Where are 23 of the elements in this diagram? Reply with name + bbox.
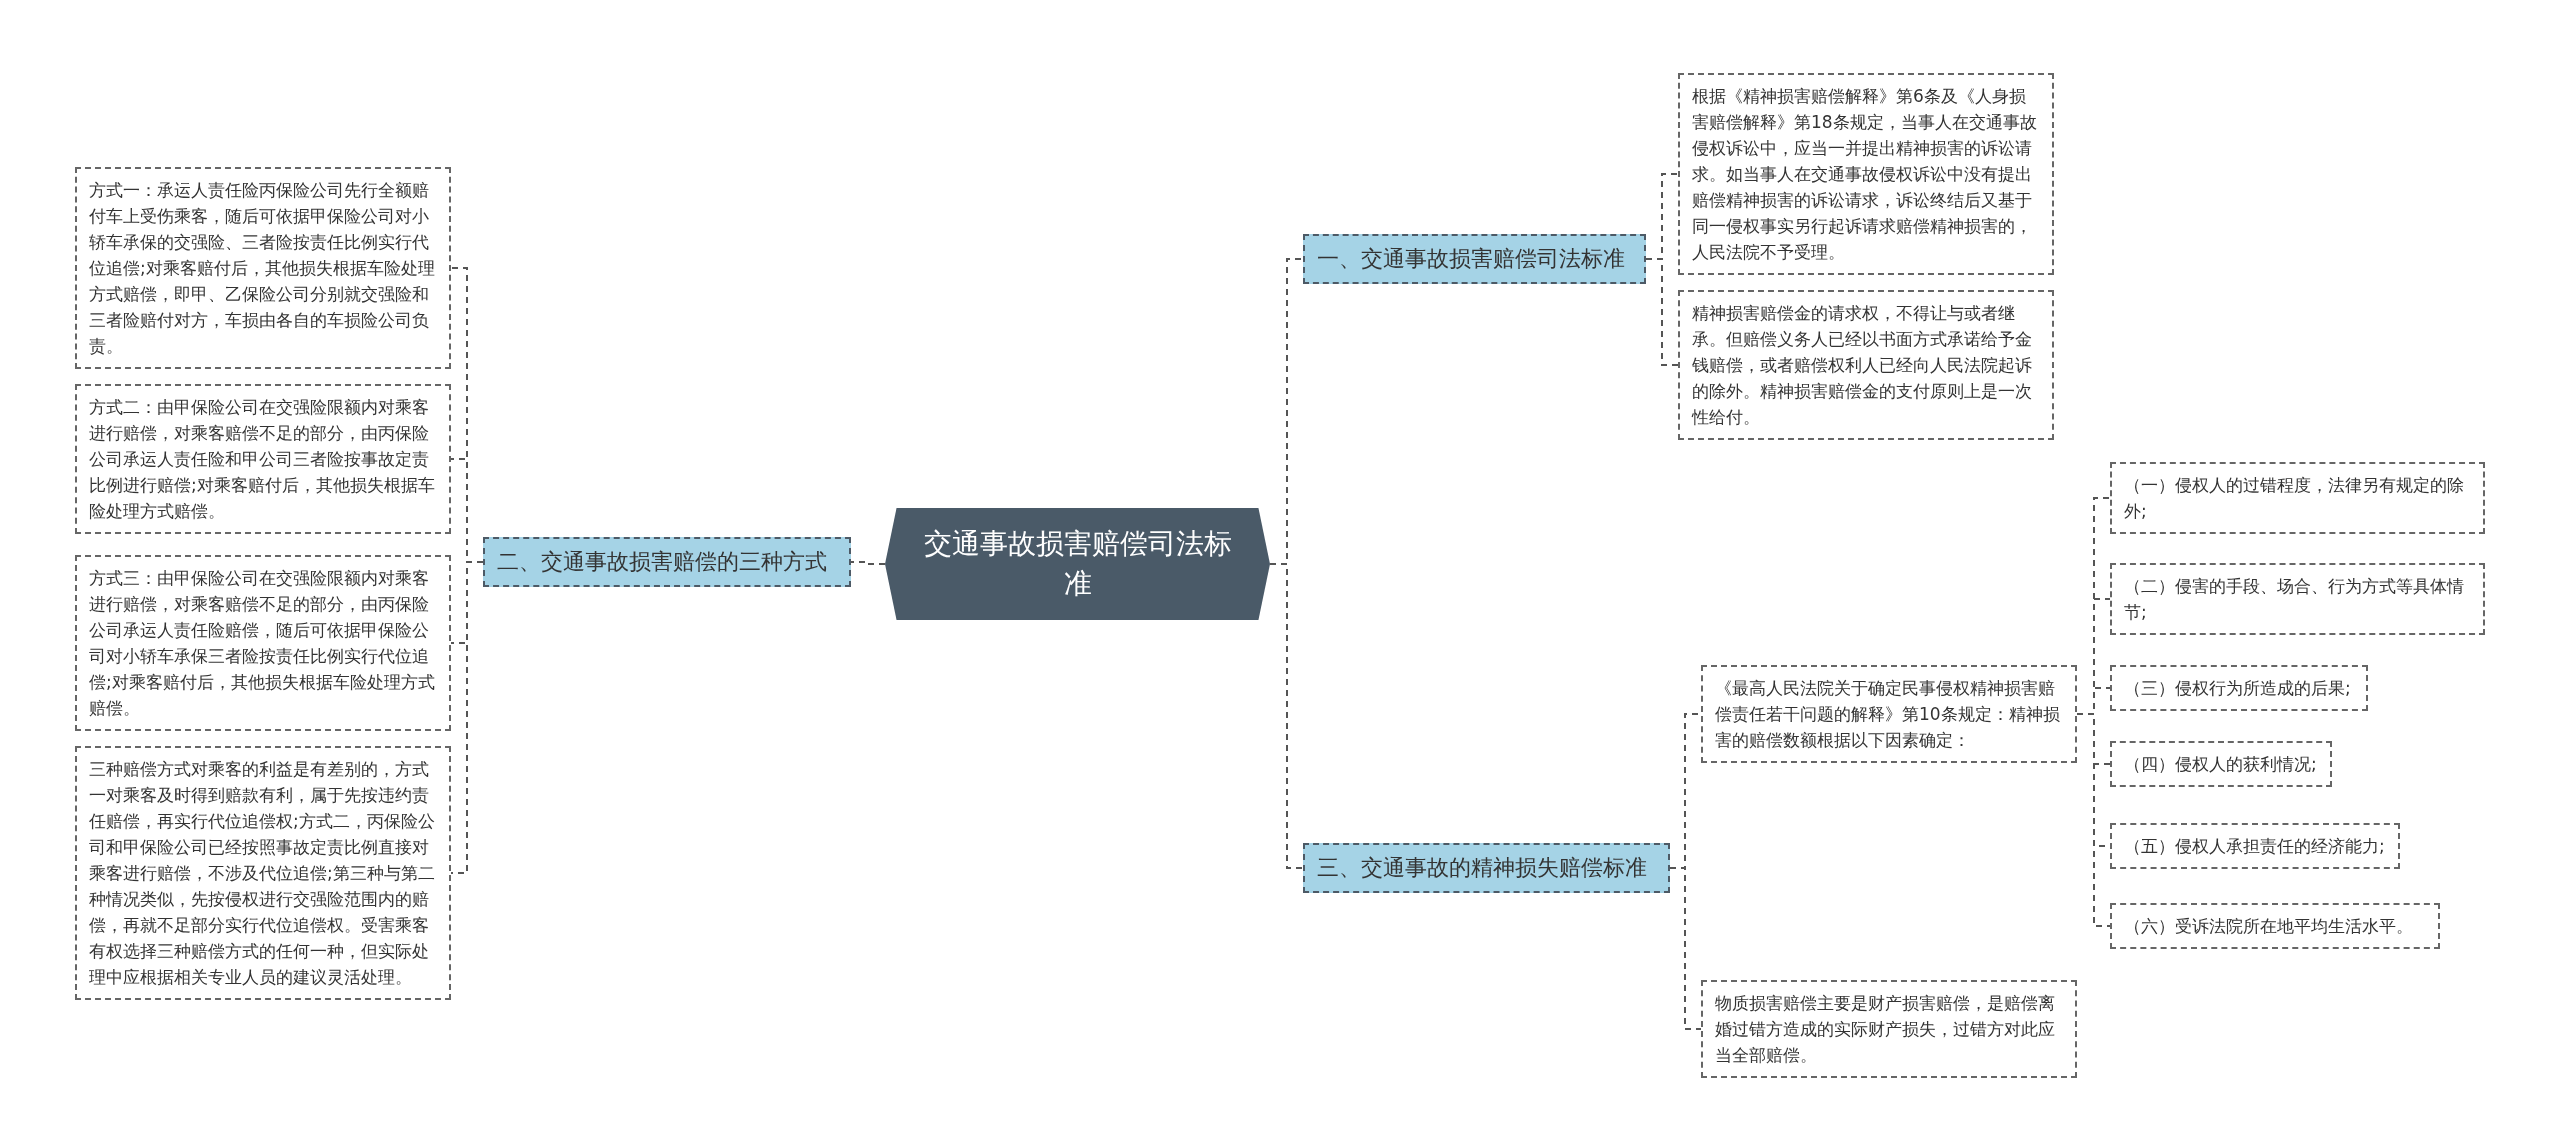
topic-box: 二、交通事故损害赔偿的三种方式 [483,537,851,587]
connector-line [1269,563,1304,869]
note-box: （五）侵权人承担责任的经济能力; [2110,823,2400,869]
connector-line [1645,258,1679,366]
note-box: （四）侵权人的获利情况; [2110,741,2332,787]
connector-line [2076,713,2111,927]
note-box: 精神损害赔偿金的请求权，不得让与或者继承。但赔偿义务人已经以书面方式承诺给予金钱赔偿，或者赔偿权利人已经向人民法院起诉的除外。精神损害赔偿金的支付原则上是一次性给付。 [1678,290,2054,440]
note-box: （一）侵权人的过错程度，法律另有规定的除外; [2110,462,2485,534]
note-box: 方式一：承运人责任险丙保险公司先行全额赔付车上受伤乘客，随后可依据甲保险公司对小轿车承保的交强险、三者险按责任比例实行代位追偿;对乘客赔付后，其他损失根据车险处理方式赔偿，即甲、乙保险公司分别就交强险和三者险赔付对方，车损由各自的车损险公司负责。 [75,167,451,369]
note-box: 方式三：由甲保险公司在交强险限额内对乘客进行赔偿，对乘客赔偿不足的部分，由丙保险公司承运人责任险赔偿，随后可依据甲保险公司对小轿车承保三者险按责任比例实行代位追偿;对乘客赔付后，其他损失根据车险处理方式赔偿。 [75,555,451,731]
note-box: （二）侵害的手段、场合、行为方式等具体情节; [2110,563,2485,635]
note-box: 方式二：由甲保险公司在交强险限额内对乘客进行赔偿，对乘客赔偿不足的部分，由丙保险公司承运人责任险和甲公司三者险按事故定责比例进行赔偿;对乘客赔付后，其他损失根据车险处理方式赔偿。 [75,384,451,534]
note-box: （六）受诉法院所在地平均生活水平。 [2110,903,2440,949]
note-box: 根据《精神损害赔偿解释》第6条及《人身损害赔偿解释》第18条规定，当事人在交通事故侵权诉讼中，应当一并提出精神损害的诉讼请求。如当事人在交通事故侵权诉讼中没有提出赔偿精神损害的诉讼请求，诉讼终结后又基于同一侵权事实另行起诉请求赔偿精神损害的，人民法院不予受理。 [1678,73,2054,275]
topic-box: 一、交通事故损害赔偿司法标准 [1303,234,1646,284]
note-box: 三种赔偿方式对乘客的利益是有差别的，方式一对乘客及时得到赔款有利，属于先按违约责任赔偿，再实行代位追偿权;方式二，丙保险公司和甲保险公司已经按照事故定责比例直接对乘客进行赔偿，不涉及代位追偿;第三种与第二种情况类似，先按侵权进行交强险范围内的赔偿，再就不足部分实行代位追偿权。受害乘客有权选择三种赔偿方式的任何一种，但实际处理中应根据相关专业人员的建议灵活处理。 [75,746,451,1000]
central-topic: 交通事故损害赔偿司法标准 [885,508,1270,620]
topic-box: 三、交通事故的精神损失赔偿标准 [1303,843,1670,893]
note-box: 《最高人民法院关于确定民事侵权精神损害赔偿责任若干问题的解释》第10条规定：精神损害的赔偿数额根据以下因素确定： [1701,665,2077,763]
note-box: （三）侵权行为所造成的后果; [2110,665,2368,711]
connector-line [1669,867,1702,1030]
note-box: 物质损害赔偿主要是财产损害赔偿，是赔偿离婚过错方造成的实际财产损失，过错方对此应当全部赔偿。 [1701,980,2077,1078]
connector-line [850,561,886,565]
